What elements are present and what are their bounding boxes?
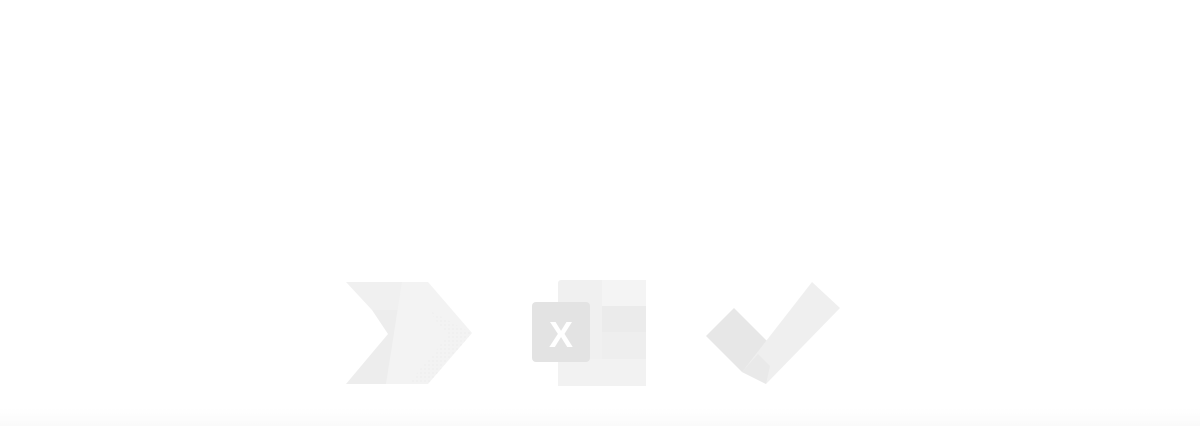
bottom-band — [0, 408, 1200, 426]
checkmark-joint — [742, 354, 770, 384]
checkmark-short-stroke — [706, 308, 770, 372]
excel-badge — [532, 302, 590, 362]
excel-cell-top-right — [602, 280, 646, 306]
excel-cell-bottom — [558, 359, 646, 386]
checkmark-long-stroke — [742, 282, 840, 384]
excel-cell-mid-right — [602, 306, 646, 332]
chevron-right-shape — [386, 282, 472, 384]
power-automate-icon — [344, 280, 474, 386]
power-automate-svg — [346, 282, 472, 384]
todo-svg — [706, 282, 840, 384]
excel-letter: X — [549, 314, 573, 355]
excel-icon: X — [530, 280, 646, 386]
microsoft-todo-icon — [704, 278, 844, 388]
chevron-texture — [408, 310, 472, 384]
excel-svg: X — [532, 280, 646, 386]
excel-cell-lower-right — [602, 332, 646, 359]
